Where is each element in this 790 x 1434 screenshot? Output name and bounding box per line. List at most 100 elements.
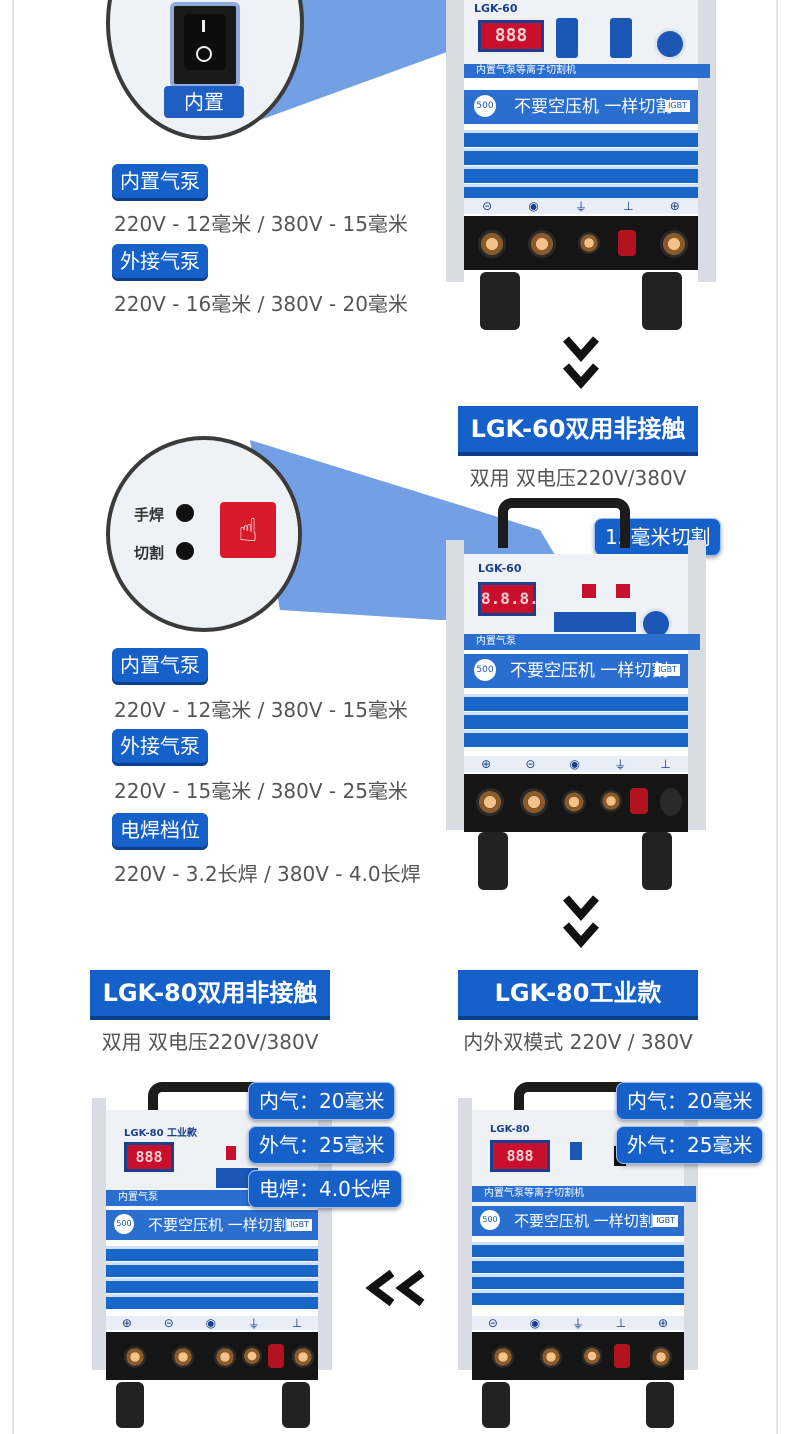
spec-internal-pump-1: 220V - 12毫米 / 380V - 15毫米 [114,212,408,236]
machine-side [688,540,706,830]
machine-lgk80-industrial: LGK-80 888 内置气泵等离子切割机 500 不要空压机 一样切割 IGB… [458,1082,700,1430]
terminal-icon-row: ⊕⊝◉⏚⊥ [464,756,688,772]
indicator [616,584,630,598]
banner-lgk60-dual: LGK-60双用非接触 [458,406,698,452]
pump-switch [554,612,636,632]
lens-label-weld: 手焊 [134,506,165,524]
output-socket [528,230,556,258]
indicator-light [176,504,194,522]
spec-weld-range: 220V - 3.2长焊 / 380V - 4.0长焊 [114,862,421,886]
tag-weld-range: 电焊档位 [112,813,208,847]
output-socket [478,230,506,258]
terminal-panel [464,216,698,270]
vent-stripe [464,130,698,147]
machine-handle [498,498,630,548]
vent-stripe [472,1242,684,1257]
current-knob [654,28,686,60]
output-socket [476,788,504,816]
led-display: 888 [124,1142,174,1172]
vent-stripe [106,1278,318,1293]
terminal-icon-row: ⊝◉⏚⊥⊕ [464,198,698,214]
machine-side [92,1098,106,1370]
machine-side [458,1098,472,1370]
vent-stripe [464,184,698,201]
machine-model: LGK-60 [474,2,518,15]
badge-500: 500 [480,1210,500,1230]
hand-press-icon: ☝ [220,502,276,558]
pump-switch [570,1142,582,1160]
machine-model: LGK-80 工业款 [124,1128,198,1139]
lens-label-cut: 切割 [134,544,165,562]
vent-stripe [464,730,688,747]
led-display: 888 [478,20,544,52]
gas-connector [630,788,648,814]
machine-side [446,540,464,830]
torch-connector [600,790,622,812]
spec-external-pump-1: 220V - 16毫米 / 380V - 20毫米 [114,292,408,316]
wheel-icon [646,1382,674,1428]
pill-external-gas-right: 外气：25毫米 [616,1126,764,1164]
output-socket [172,1346,194,1368]
tag-external-pump-2: 外接气泵 [112,729,208,763]
wheel-icon [642,272,682,330]
machine-slogan-bar: 500 不要空压机 一样切割 IGBT [106,1210,318,1240]
banner-lgk80-industrial: LGK-80工业款 [458,970,698,1016]
vent-stripe [464,148,698,165]
gas-connector [268,1344,284,1368]
machine-lgk80-dual: LGK-80 工业款 888 内置气泵 500 不要空压机 一样切割 IGBT … [92,1082,334,1430]
machine-strip: 内置气泵等离子切割机 [472,1186,696,1202]
vent-stripe [106,1262,318,1277]
machine-lgk60-dual: LGK-60 8.8.8. 内置气泵 500 不要空压机 一样切割 IGBT ⊕… [446,498,706,892]
terminal-panel [106,1332,318,1380]
machine-side [318,1098,332,1370]
tag-internal-pump-1: 内置气泵 [112,164,208,198]
output-socket [562,790,586,814]
power-switch-icon [170,2,240,88]
machine-slogan: 不要空压机 一样切割 [514,1212,654,1230]
chevron-down-double-icon [563,336,599,390]
vent-stripe [464,712,688,729]
vent-stripe [472,1274,684,1289]
pill-weld-left: 电焊：4.0长焊 [248,1170,402,1208]
pill-internal-gas-right: 内气：20毫米 [616,1082,764,1120]
output-socket [660,230,688,258]
chevron-left-double-icon [365,1270,425,1306]
led-display: 888 [490,1140,550,1172]
machine-side [698,0,716,282]
tag-external-pump-1: 外接气泵 [112,244,208,278]
machine-lgk60-internal: LGK-60 888 内置气泵等离子切割机 500 不要空压机 一样切割 IGB… [446,0,716,335]
gas-connector [614,1344,630,1368]
terminal-icon-row: ⊝◉⏚⊥⊕ [472,1316,684,1331]
wheel-icon [482,1382,510,1428]
gas-connector [618,230,636,256]
vent-stripe [472,1258,684,1273]
machine-slogan: 不要空压机 一样切割 [148,1216,288,1234]
badge-500: 500 [114,1214,134,1234]
machine-slogan-bar: 500 不要空压机 一样切割 IGBT [464,90,698,124]
zoom-lens-mode: 手焊 切割 ☝ [106,436,302,632]
output-socket [540,1346,562,1368]
pill-external-gas-left: 外气：25毫米 [248,1126,396,1164]
terminal-panel [472,1332,684,1380]
pill-internal-gas-left: 内气：20毫米 [248,1082,396,1120]
subtitle-lgk60-dual: 双用 双电压220V/380V [469,466,687,490]
machine-side [446,0,464,282]
machine-side [684,1098,698,1370]
indicator [226,1146,236,1160]
machine-slogan: 不要空压机 一样切割 [514,97,673,117]
torch-connector [582,1346,602,1366]
chevron-down-double-icon [563,895,599,949]
machine-model: LGK-60 [478,562,522,575]
indicator [582,584,596,598]
page-border-right [776,0,778,1434]
machine-slogan: 不要空压机 一样切割 [510,661,669,681]
badge-500: 500 [474,659,496,681]
machine-slogan-bar: 500 不要空压机 一样切割 IGBT [464,654,688,688]
wheel-icon [480,272,520,330]
pump-switch [216,1168,258,1188]
output-socket [124,1346,146,1368]
subtitle-lgk80-dual: 双用 双电压220V/380V [101,1030,319,1054]
banner-lgk80-dual: LGK-80双用非接触 [90,970,330,1016]
badge-igbt: IGBT [287,1219,312,1231]
vent-stripe [106,1294,318,1309]
